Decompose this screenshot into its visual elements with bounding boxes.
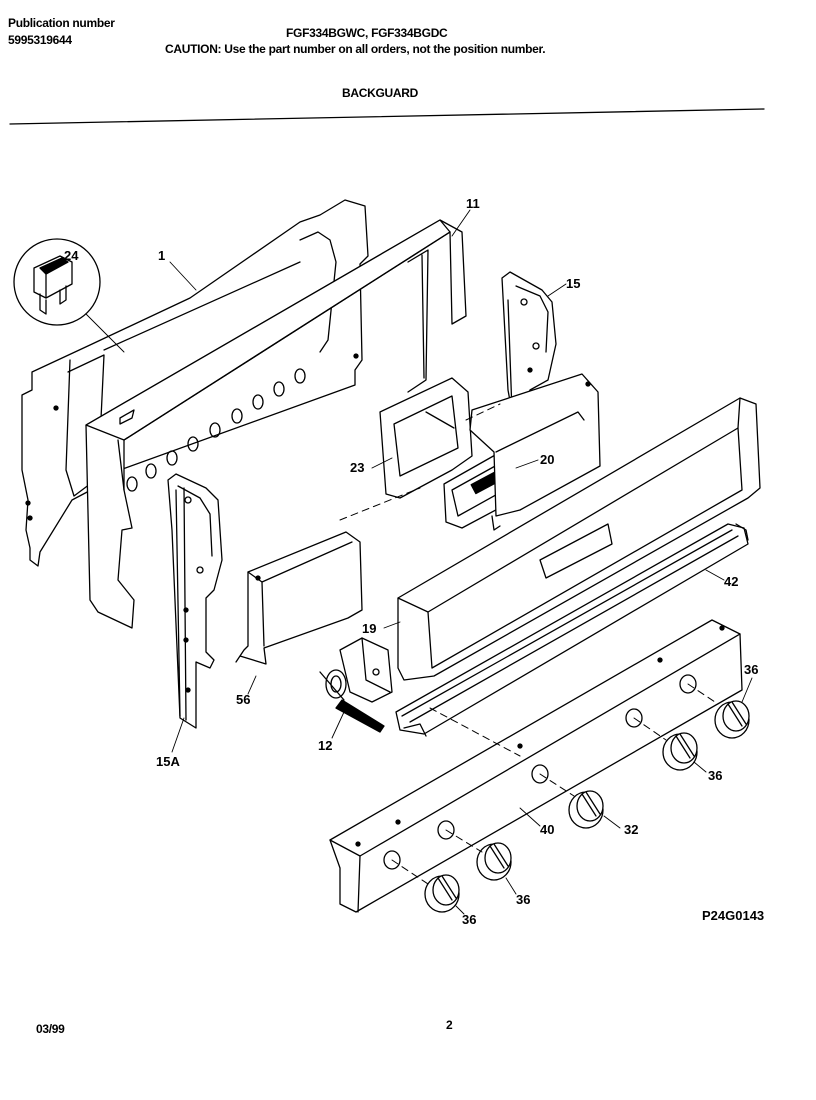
publication-number: 5995319644 <box>8 33 72 47</box>
burner-knob-part <box>662 732 698 771</box>
footer-page-number: 2 <box>446 1018 453 1032</box>
callout-15: 15 <box>566 276 580 291</box>
callout-56: 56 <box>236 692 250 707</box>
callout-36-mid-left: 36 <box>516 892 530 907</box>
callout-11: 11 <box>466 196 480 211</box>
publication-label: Publication number <box>8 16 115 30</box>
ignition-switch-part <box>319 637 393 733</box>
callout-36-mid-right: 36 <box>708 768 722 783</box>
display-bezel-part <box>379 377 473 499</box>
section-title: BACKGUARD <box>342 86 418 100</box>
burner-knob-part <box>714 700 750 739</box>
leader-lines <box>169 209 753 915</box>
callout-1: 1 <box>158 248 165 263</box>
footer-date: 03/99 <box>36 1022 65 1036</box>
trim-strip-part <box>395 523 749 737</box>
backguard-trim-part <box>85 219 467 629</box>
right-bracket-part <box>501 271 557 417</box>
model-numbers: FGF334BGWC, FGF334BGDC <box>286 26 448 40</box>
callout-15a: 15A <box>156 754 180 769</box>
assembly-lines <box>339 403 719 885</box>
callout-20: 20 <box>540 452 554 467</box>
callout-40: 40 <box>540 822 554 837</box>
mounting-plate-part <box>469 373 601 517</box>
callout-32: 32 <box>624 822 638 837</box>
burner-knob-part <box>476 842 512 881</box>
switch-detail-part <box>13 238 125 353</box>
burner-knob-part <box>424 874 460 913</box>
callout-24: 24 <box>64 248 79 263</box>
header-rule <box>9 108 765 125</box>
callout-23: 23 <box>350 460 364 475</box>
callout-19: 19 <box>362 621 376 636</box>
burner-knob-part <box>568 790 604 829</box>
caution-note: CAUTION: Use the part number on all orde… <box>165 42 546 56</box>
manifold-panel-part <box>329 619 743 913</box>
callout-42: 42 <box>724 574 738 589</box>
callout-36-left: 36 <box>462 912 476 927</box>
left-bracket-part <box>167 473 223 729</box>
drawing-code: P24G0143 <box>702 908 764 923</box>
callout-12: 12 <box>318 738 332 753</box>
lower-shield-part <box>235 531 363 665</box>
callout-36-right: 36 <box>744 662 758 677</box>
control-panel-part <box>397 397 761 681</box>
